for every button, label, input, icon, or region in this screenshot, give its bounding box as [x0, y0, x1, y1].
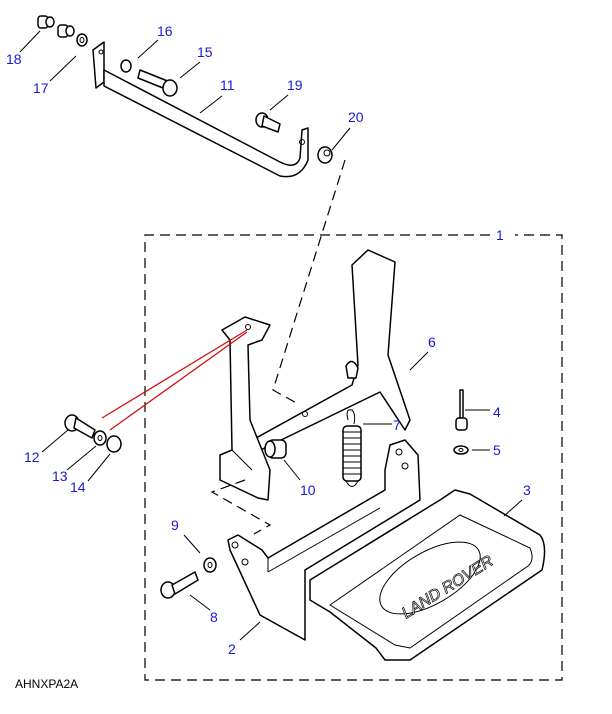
- part-16-washer: [120, 59, 132, 73]
- callout-20: 20: [348, 109, 364, 125]
- callout-16: 16: [157, 23, 173, 39]
- callout-4: 4: [493, 404, 501, 420]
- guide-line-20: [272, 159, 346, 406]
- assembly-boundary: [144, 234, 563, 681]
- callout-13: 13: [52, 468, 68, 484]
- diagram-code: AHNXPA2A: [15, 677, 78, 691]
- callout-10: 10: [300, 482, 316, 498]
- part-11-bar: [92, 41, 309, 178]
- part-18-bush: [37, 15, 55, 29]
- callout-9: 9: [171, 517, 179, 533]
- callout-8: 8: [210, 609, 218, 625]
- part-19-bolt: [255, 112, 281, 133]
- callout-17: 17: [33, 80, 49, 96]
- part-4-rivet: [455, 389, 468, 431]
- part-7-spring: [342, 409, 362, 487]
- callout-19: 19: [287, 77, 303, 93]
- part-5-washer: [453, 445, 469, 455]
- callout-18: 18: [6, 51, 22, 67]
- part-3-step-plate: LAND ROVER: [309, 489, 546, 661]
- part-10-bush: [264, 439, 287, 459]
- callout-15: 15: [197, 44, 213, 60]
- part-13-washer: [93, 430, 107, 446]
- part-17-washer: [76, 33, 88, 47]
- part-15-bolt: [137, 69, 178, 97]
- part-9-washer: [203, 557, 217, 573]
- part-2-bracket: [227, 439, 421, 641]
- part-6-frame: [219, 249, 411, 501]
- part-18-bush-2: [57, 24, 75, 38]
- guide-line-12: [101, 329, 248, 431]
- callout-leaders: [19, 30, 523, 641]
- callout-1: 1: [496, 227, 504, 243]
- callout-5: 5: [493, 442, 501, 458]
- part-12-bolt: [64, 414, 96, 439]
- part-8-bolt: [160, 571, 199, 599]
- callout-2: 2: [228, 641, 236, 657]
- callout-7: 7: [393, 417, 401, 433]
- callout-6: 6: [428, 334, 436, 350]
- guide-line-2: [210, 479, 272, 535]
- callout-3: 3: [523, 482, 531, 498]
- callout-11: 11: [220, 77, 235, 93]
- part-20-nut: [317, 146, 333, 164]
- part-14-nut: [106, 435, 122, 453]
- callout-12: 12: [24, 449, 40, 465]
- callout-14: 14: [70, 479, 86, 495]
